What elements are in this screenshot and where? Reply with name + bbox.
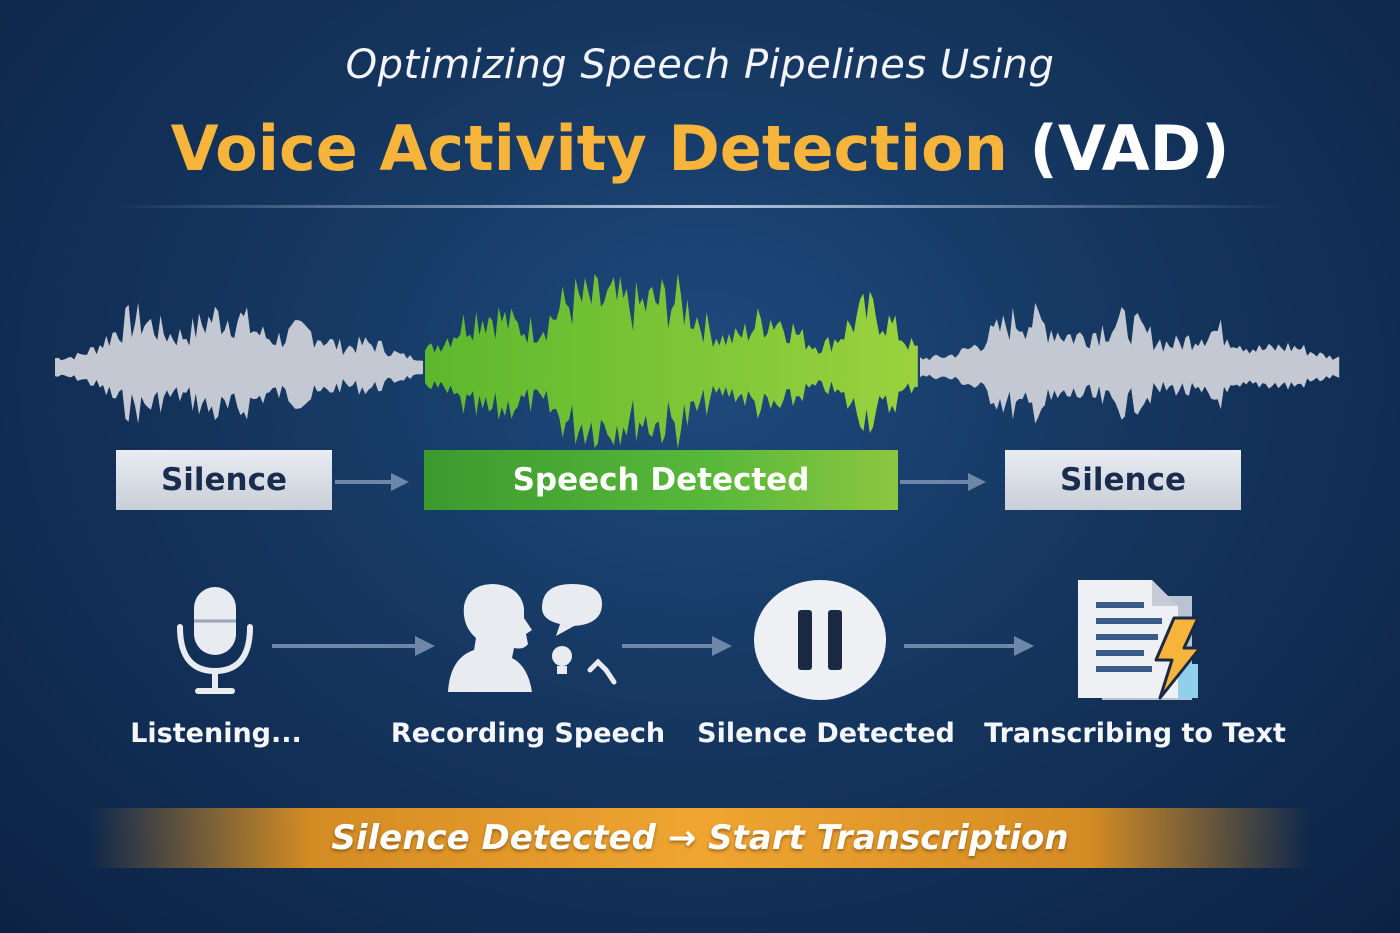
waveform-shape [920,302,1340,424]
title-divider [110,205,1290,208]
audio-waveform [55,273,1340,449]
step-label-listening: Listening... [130,718,302,749]
step-label-recording: Recording Speech [390,718,666,749]
arrow-right-icon [622,636,732,656]
waveform-silence-right [920,302,1340,424]
summary-banner: Silence Detected → Start Transcription [90,808,1310,868]
document-lightning-icon [1078,580,1202,700]
banner-text: Silence Detected → Start Transcription [331,818,1069,858]
title-suffix: (VAD) [1029,112,1230,185]
title-line-2: Voice Activity Detection (VAD) [0,112,1400,185]
segment-label: Speech Detected [512,462,810,498]
waveform-shape [55,302,423,424]
segment-label: Silence [1059,462,1187,498]
segment-label: Silence [160,462,288,498]
step-label-transcribing: Transcribing to Text [984,718,1286,749]
segment-silence-end: Silence [1005,450,1241,510]
waveform-silence-left [55,302,423,424]
segment-speech-detected: Speech Detected [424,450,898,510]
arrow-right-icon [335,473,409,491]
waveform-speech [425,273,918,449]
title-highlight: Voice Activity Detection [170,112,1008,185]
step-label-silence-detected: Silence Detected [697,718,955,749]
arrow-right-icon [904,636,1034,656]
segment-silence-start: Silence [116,450,332,510]
pause-icon [754,580,886,700]
title-line-1: Optimizing Speech Pipelines Using [345,42,1055,88]
waveform-shape [425,273,918,449]
microphone-icon [177,587,253,694]
person-speaking-icon [448,584,617,692]
arrow-right-icon [900,473,986,491]
arrow-right-icon [272,636,435,656]
